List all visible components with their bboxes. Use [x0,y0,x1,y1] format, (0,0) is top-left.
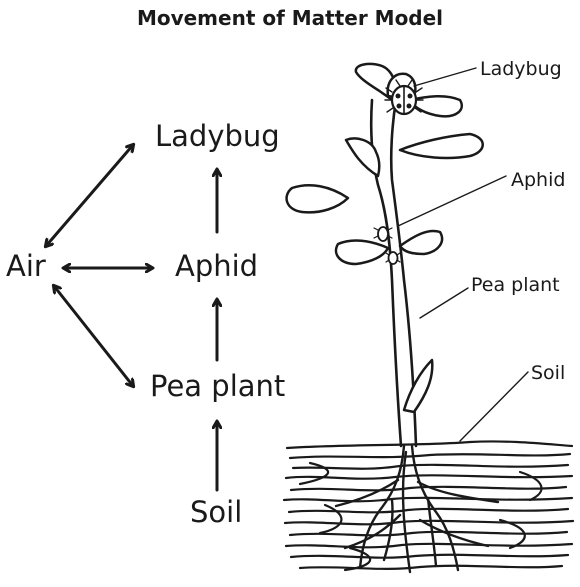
leaf-left-large [285,184,350,214]
node-air: Air [6,249,46,283]
flower-petal-right [408,95,463,118]
callout-line-pea-plant [419,287,469,319]
node-soil: Soil [190,495,242,529]
aphid-icon [373,226,401,265]
small-shoot [402,358,434,414]
callout-line-aphid [397,175,507,227]
ladybug-icon [384,79,424,116]
leaf-upper-left [344,137,381,178]
callout-lines [397,67,529,442]
callout-pea-plant: Pea plant [471,274,560,296]
node-aphid: Aphid [175,249,258,283]
node-ladybug: Ladybug [155,119,280,153]
callout-line-ladybug [413,67,477,87]
callout-aphid: Aphid [511,169,565,191]
callout-ladybug: Ladybug [480,58,562,80]
pea-plant-illustration [282,62,575,574]
node-pea-plant: Pea plant [150,369,285,403]
leaf-upper-right [398,132,484,160]
callout-line-soil [459,371,529,442]
flow-arrows [46,145,217,492]
callout-soil: Soil [531,362,565,384]
leaf-lower-right [398,229,444,256]
leaf-lower-left [334,239,390,266]
arrow-air-pea-plant [54,286,133,386]
diagram-title: Movement of Matter Model [137,6,443,30]
arrow-air-ladybug [46,145,133,246]
roots [334,444,500,574]
